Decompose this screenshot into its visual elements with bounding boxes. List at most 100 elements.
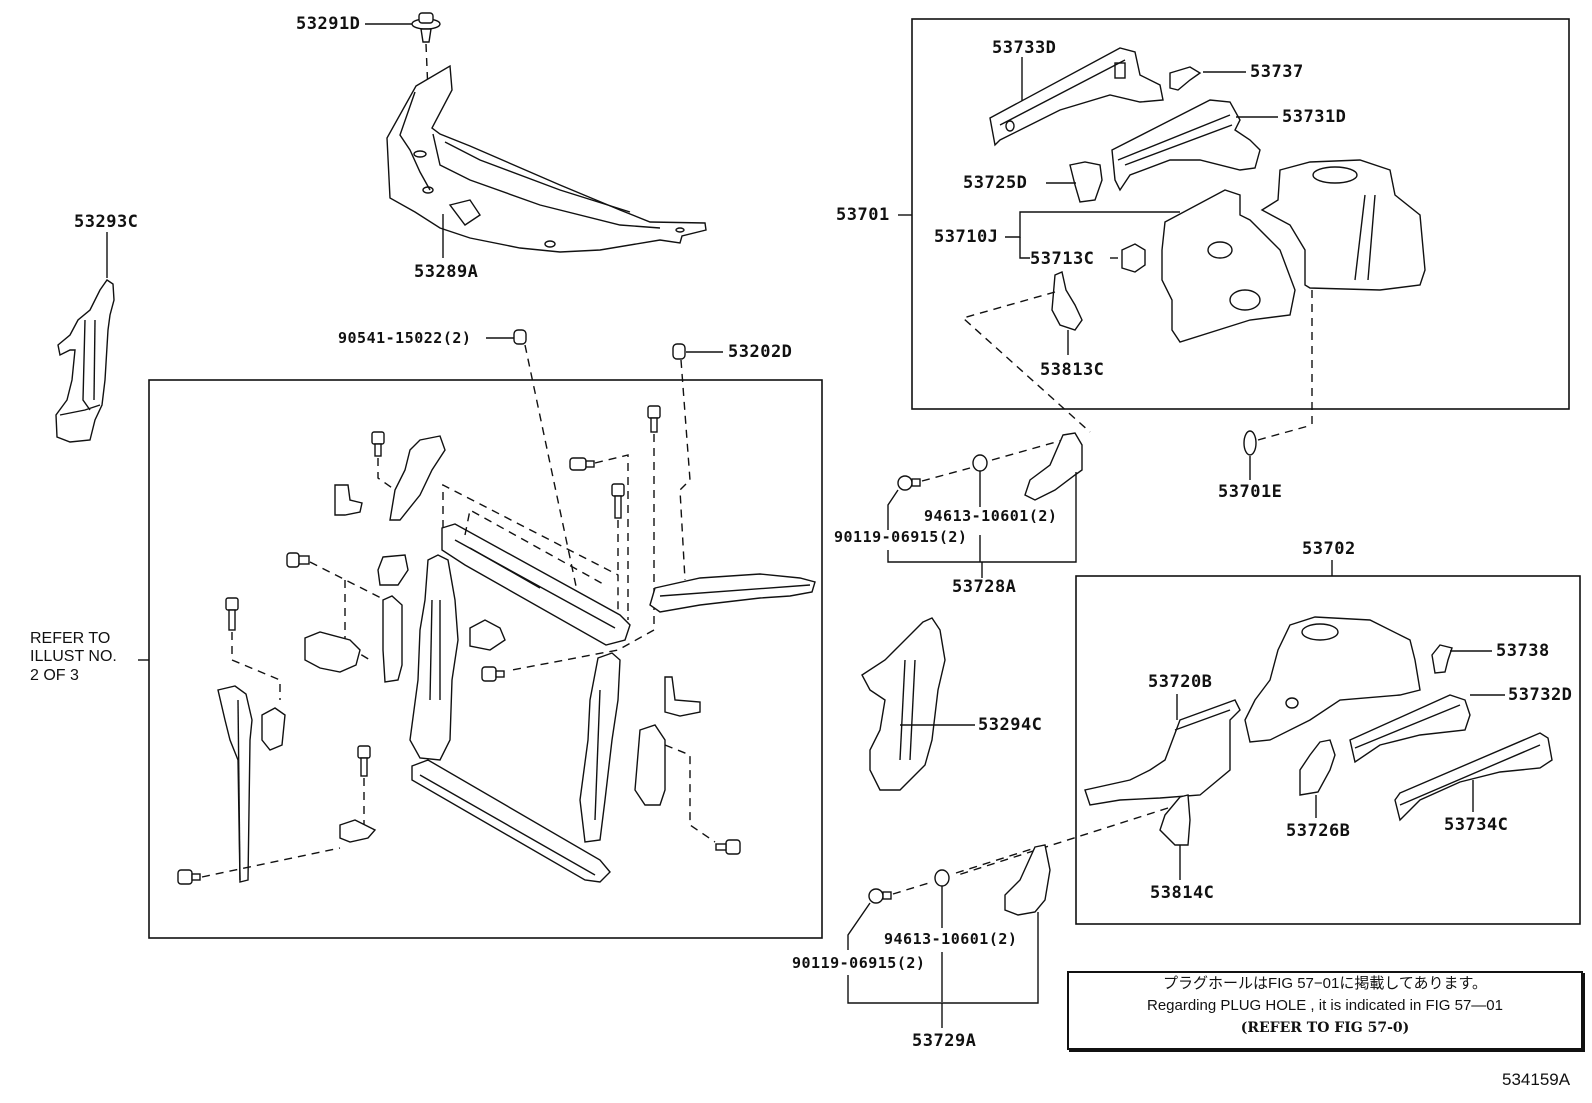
front-assembly-box (148, 379, 823, 939)
plug-hole-note: プラグホールはFIG 57−01に掲載してあります。 Regarding PLU… (1067, 971, 1583, 1050)
bracket-53725D-icon (1069, 161, 1103, 203)
upper-radiator-support-icon (441, 523, 631, 646)
label-53294C[interactable]: 53294C (978, 715, 1043, 735)
right-side-support-icon (579, 652, 621, 843)
bolt-icon (286, 552, 310, 568)
bolt-icon (715, 839, 741, 855)
label-90119-06915-b[interactable]: 90119-06915(2) (792, 954, 926, 972)
lower-crossmember-icon (411, 759, 611, 883)
clip-53291D-icon (411, 12, 441, 43)
refer-illust-note: REFER TO ILLUST NO. 2 OF 3 (30, 630, 117, 685)
dash-53813C (961, 291, 1091, 433)
dash-bolt-5 (309, 561, 386, 601)
label-53725D[interactable]: 53725D (963, 173, 1028, 193)
dash-53701E-2 (1257, 424, 1313, 441)
label-90119-06915-a[interactable]: 90119-06915(2) (834, 528, 968, 546)
label-53701[interactable]: 53701 (836, 205, 890, 225)
wheel-apron-right-icon (1260, 159, 1426, 291)
label-90541-15022[interactable]: 90541-15022(2) (338, 329, 472, 347)
bracket-53814C-icon (1159, 794, 1191, 846)
bolt-icon (357, 745, 371, 777)
label-53737[interactable]: 53737 (1250, 62, 1304, 82)
wheel-apron-left-icon (1161, 189, 1296, 343)
refer-line-1: REFER TO (30, 630, 111, 647)
dash-53202D (679, 359, 691, 581)
label-53728A[interactable]: 53728A (952, 577, 1017, 597)
box-53701 (911, 18, 1570, 410)
note-japanese: プラグホールはFIG 57−01に掲載してあります。 (1163, 975, 1487, 992)
member-53720B-icon (1084, 699, 1241, 806)
dash-bolt-4 (511, 434, 655, 671)
washer-94613a-icon (972, 454, 988, 472)
label-53701E[interactable]: 53701E (1218, 482, 1283, 502)
leader-90119a (887, 489, 899, 530)
left-side-support-icon (409, 554, 459, 761)
bracket-icon (304, 631, 361, 673)
dash-bolt-5b (344, 580, 371, 661)
label-53726B[interactable]: 53726B (1286, 821, 1351, 841)
label-53734C[interactable]: 53734C (1444, 815, 1509, 835)
bracket-line-53729A (847, 912, 1039, 1004)
dash-upper-support (442, 483, 619, 612)
label-53291D[interactable]: 53291D (296, 14, 361, 34)
note-refer[interactable]: (REFER TO FIG 57-0) (1240, 1020, 1410, 1036)
dash-bolt-1 (377, 458, 396, 491)
cushion-90541-icon (513, 329, 527, 345)
bracket-53713C-icon (1121, 243, 1146, 273)
label-53702[interactable]: 53702 (1302, 539, 1356, 559)
cushion-53202D-icon (672, 343, 686, 360)
refer-line-2: ILLUST NO. (30, 648, 117, 666)
dash-53729A-1 (892, 881, 933, 895)
bolt-icon (481, 666, 505, 682)
dash-bolt-7 (201, 847, 341, 878)
label-53814C[interactable]: 53814C (1150, 883, 1215, 903)
member-53732D-icon (1349, 694, 1471, 764)
member-53731D-icon (1111, 99, 1261, 192)
bracket-53738-icon (1431, 644, 1453, 674)
bracket-icon (382, 595, 403, 683)
label-53720B[interactable]: 53720B (1148, 672, 1213, 692)
label-53813C[interactable]: 53813C (1040, 360, 1105, 380)
label-94613-10601-a[interactable]: 94613-10601(2) (924, 507, 1058, 525)
label-53729A[interactable]: 53729A (912, 1031, 977, 1051)
bracket-53726B-icon (1299, 739, 1336, 796)
label-53732D[interactable]: 53732D (1508, 685, 1573, 705)
label-53202D[interactable]: 53202D (728, 342, 793, 362)
label-94613-10601-b[interactable]: 94613-10601(2) (884, 930, 1018, 948)
leader-90119b (847, 902, 871, 950)
leader-53710J (1005, 211, 1180, 238)
bolt-icon (569, 457, 595, 471)
box-53702 (1075, 575, 1581, 925)
label-53289A[interactable]: 53289A (414, 262, 479, 282)
dash-53728A-2 (991, 439, 1064, 461)
wheel-apron-53702-icon (1244, 616, 1421, 743)
bracket-icon (377, 554, 409, 586)
dash-upper-support-2 (464, 508, 606, 586)
plug-53701E-icon (1243, 430, 1257, 456)
upper-side-member-icon (649, 573, 816, 613)
bracket-53737-icon (1169, 66, 1202, 91)
label-53731D[interactable]: 53731D (1282, 107, 1347, 127)
small-bracket-icon (664, 676, 701, 717)
refer-line-3: 2 OF 3 (30, 666, 79, 684)
cover-53289A-icon (386, 64, 707, 253)
bolt-icon (611, 483, 625, 519)
label-53710J[interactable]: 53710J (934, 227, 999, 247)
bracket-53294C-icon (861, 617, 946, 791)
bolt-icon (177, 869, 201, 885)
dash-53729A-2 (955, 847, 1036, 874)
washer-94613b-icon (934, 869, 950, 887)
label-53738[interactable]: 53738 (1496, 641, 1550, 661)
bracket-53813C-icon (1051, 271, 1083, 331)
bracket-53728A-icon (1024, 432, 1083, 501)
left-long-pillar-icon (217, 685, 286, 883)
bolt-90119b-icon (868, 888, 892, 904)
label-53713C[interactable]: 53713C (1030, 249, 1095, 269)
bolt-icon (647, 405, 661, 433)
label-53733D[interactable]: 53733D (992, 38, 1057, 58)
figure-id: 534159A (1502, 1070, 1571, 1089)
label-53293C[interactable]: 53293C (74, 212, 139, 232)
dash-bolt-2 (594, 454, 629, 620)
bracket-53293C-icon (55, 279, 115, 443)
